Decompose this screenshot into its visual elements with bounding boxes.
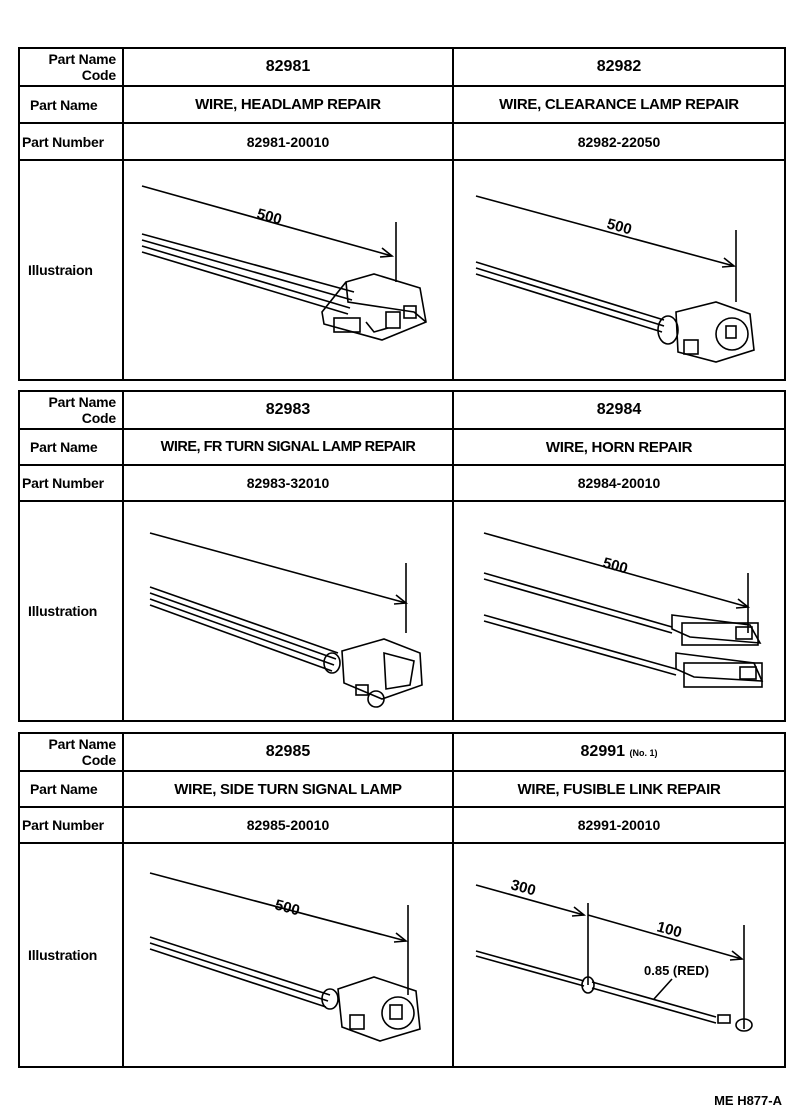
illustration-header: Illustration (18, 500, 124, 722)
part-number: 82981-20010 (122, 122, 454, 161)
part-number-header: Part Number (18, 122, 124, 161)
part-number: 82982-22050 (452, 122, 786, 161)
part-code-value: 82991 (580, 743, 626, 760)
header-line-1: Part Name (48, 394, 117, 410)
part-name: WIRE, FR TURN SIGNAL LAMP REPAIR (122, 428, 454, 466)
part-number: 82983-32010 (122, 464, 454, 502)
part-code: 82991 (No. 1) (452, 732, 786, 772)
part-code-note: (No. 1) (629, 748, 658, 758)
document-reference: ME H877-A (714, 1093, 782, 1108)
part-code: 82981 (122, 47, 454, 87)
parts-table-3: Part Name Code 82985 82991 (No. 1) Part … (18, 732, 786, 1068)
part-name-header: Part Name (18, 85, 124, 124)
illustration-fusible-link-wire: 300 100 0.85 (RED) (452, 842, 786, 1068)
illustration-clearance-lamp-wire: 500 (452, 159, 786, 381)
parts-table-1: Part Name Code 82981 82982 Part Name WIR… (18, 47, 786, 381)
illustration-headlamp-wire: 500 (122, 159, 454, 381)
part-name-header: Part Name (18, 770, 124, 808)
parts-table-2: Part Name Code 82983 82984 Part Name WIR… (18, 390, 786, 722)
part-number: 82991-20010 (452, 806, 786, 844)
illustration-header: Illustraion (18, 159, 124, 381)
illustration-side-turn-signal-wire: 500 (122, 842, 454, 1068)
header-line-1: Part Name (48, 736, 117, 752)
part-name-code-header: Part Name Code (18, 732, 124, 772)
header-line-2: Code (81, 410, 116, 426)
dimension-label-1: 300 (509, 876, 538, 899)
part-code: 82982 (452, 47, 786, 87)
part-number-header: Part Number (18, 464, 124, 502)
part-code: 82983 (122, 390, 454, 430)
dimension-label-2: 100 (655, 918, 684, 941)
dimension-label: 500 (605, 215, 634, 238)
dimension-label: 500 (255, 205, 284, 228)
part-number: 82985-20010 (122, 806, 454, 844)
header-line-2: Code (81, 67, 116, 83)
header-line-1: Part Name (48, 51, 117, 67)
part-code: 82985 (122, 732, 454, 772)
part-code: 82984 (452, 390, 786, 430)
wire-gauge-label: 0.85 (RED) (644, 963, 709, 978)
illustration-turn-signal-wire (122, 500, 454, 722)
illustration-horn-wire: 500 (452, 500, 786, 722)
dimension-label: 500 (601, 554, 630, 577)
part-name-code-header: Part Name Code (18, 390, 124, 430)
part-name-code-header: Part Name Code (18, 47, 124, 87)
part-number-header: Part Number (18, 806, 124, 844)
part-name: WIRE, CLEARANCE LAMP REPAIR (452, 85, 786, 124)
part-name-header: Part Name (18, 428, 124, 466)
part-name: WIRE, FUSIBLE LINK REPAIR (452, 770, 786, 808)
illustration-header: Illustration (18, 842, 124, 1068)
part-name: WIRE, HORN REPAIR (452, 428, 786, 466)
header-line-2: Code (81, 752, 116, 768)
part-number: 82984-20010 (452, 464, 786, 502)
part-name: WIRE, HEADLAMP REPAIR (122, 85, 454, 124)
dimension-label: 500 (273, 896, 302, 919)
part-name: WIRE, SIDE TURN SIGNAL LAMP (122, 770, 454, 808)
